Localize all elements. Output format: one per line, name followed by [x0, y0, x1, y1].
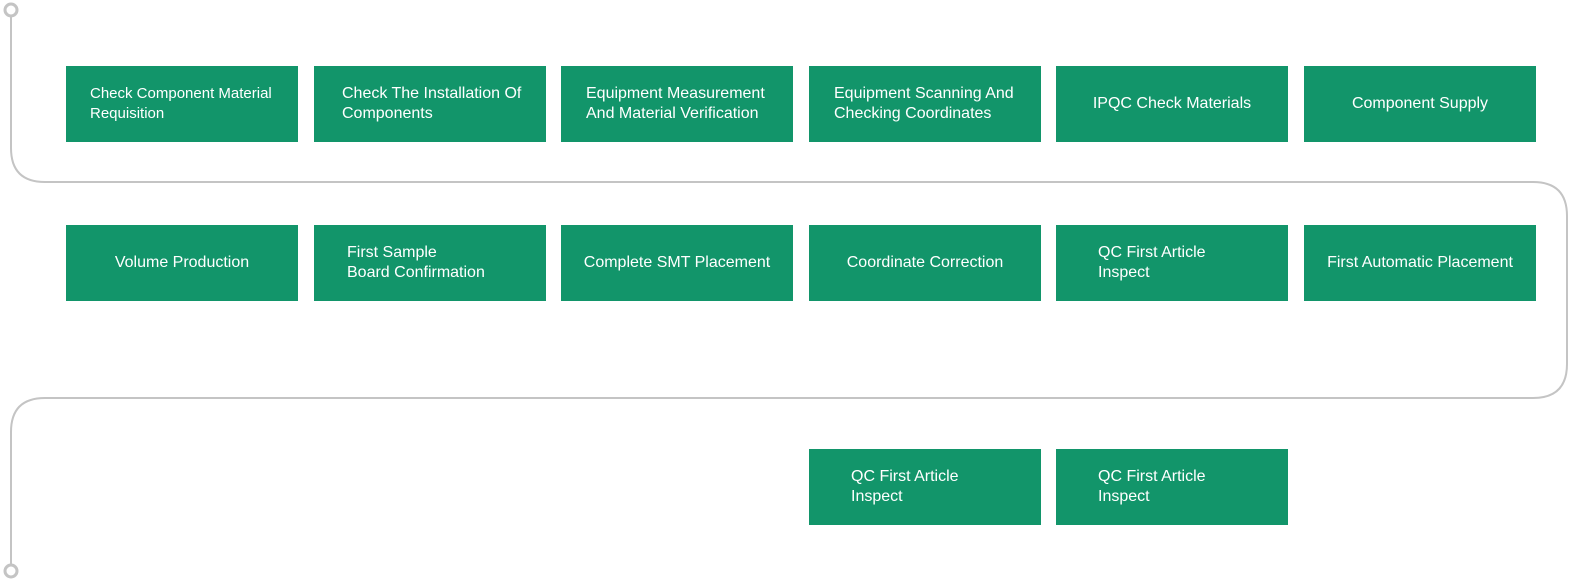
- step-label: Equipment Measurement And Material Verif…: [586, 85, 765, 122]
- step-ipqc-check-materials: IPQC Check Materials: [1056, 66, 1288, 142]
- step-first-sample-board-confirmation: First Sample Board Confirmation: [314, 225, 546, 301]
- step-label: Volume Production: [114, 254, 250, 271]
- step-label: Check The Installation Of Components: [342, 85, 522, 122]
- step-check-installation-of-components: Check The Installation Of Components: [314, 66, 546, 142]
- step-label: First Automatic Placement: [1327, 254, 1513, 271]
- step-qc-first-article-inspect-a: QC First Article Inspect: [809, 449, 1041, 525]
- step-complete-smt-placement: Complete SMT Placement: [561, 225, 793, 301]
- step-label: QC First Article Inspect: [851, 468, 959, 505]
- step-label: Complete SMT Placement: [583, 254, 771, 271]
- step-qc-first-article-inspect-b: QC First Article Inspect: [1056, 449, 1288, 525]
- serpentine-path: [10, 10, 1568, 571]
- step-label: Component Supply: [1351, 95, 1489, 112]
- step-label: Check Component Material Requisition: [90, 85, 272, 122]
- step-label: Coordinate Correction: [846, 254, 1004, 271]
- step-label: Equipment Scanning And Checking Coordina…: [834, 85, 1014, 122]
- step-label: IPQC Check Materials: [1092, 95, 1252, 112]
- step-check-component-material-requisition: Check Component Material Requisition: [66, 66, 298, 142]
- start-node-icon: [3, 2, 19, 18]
- step-first-automatic-placement: First Automatic Placement: [1304, 225, 1536, 301]
- end-node-icon: [3, 563, 19, 579]
- step-label: First Sample Board Confirmation: [347, 244, 485, 281]
- step-equipment-scanning: Equipment Scanning And Checking Coordina…: [809, 66, 1041, 142]
- step-label: QC First Article Inspect: [1098, 244, 1206, 281]
- step-component-supply: Component Supply: [1304, 66, 1536, 142]
- step-equipment-measurement: Equipment Measurement And Material Verif…: [561, 66, 793, 142]
- step-coordinate-correction: Coordinate Correction: [809, 225, 1041, 301]
- step-label: QC First Article Inspect: [1098, 468, 1206, 505]
- step-qc-first-article-inspect: QC First Article Inspect: [1056, 225, 1288, 301]
- step-volume-production: Volume Production: [66, 225, 298, 301]
